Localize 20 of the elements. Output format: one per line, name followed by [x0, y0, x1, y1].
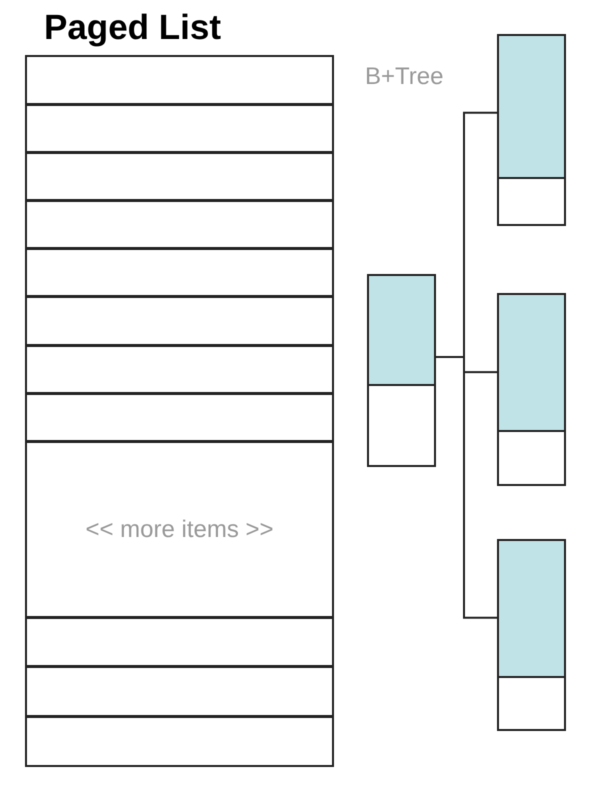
list-row-box: [25, 716, 334, 767]
list-item-box: [25, 441, 334, 618]
list-row-box: [25, 666, 334, 717]
list-row-box: [25, 345, 334, 394]
list-row-box: [25, 152, 334, 201]
tree-node-box: [497, 539, 566, 731]
list-row-box: [25, 393, 334, 442]
title: Paged List: [44, 7, 221, 49]
list-row-box: [25, 248, 334, 297]
connector-line: [436, 356, 497, 619]
tree-heading: B+Tree: [365, 62, 444, 92]
list-row-box: [25, 617, 334, 667]
list-row-box: [25, 296, 334, 346]
item-text: << more items >>: [85, 516, 274, 544]
list-row-box: [25, 200, 334, 249]
tree-node-box: [497, 34, 566, 226]
list-row-box: [25, 104, 334, 153]
tree-node-box: [367, 274, 436, 467]
tree-node-box: [497, 293, 566, 486]
list-row-box: [25, 55, 334, 105]
